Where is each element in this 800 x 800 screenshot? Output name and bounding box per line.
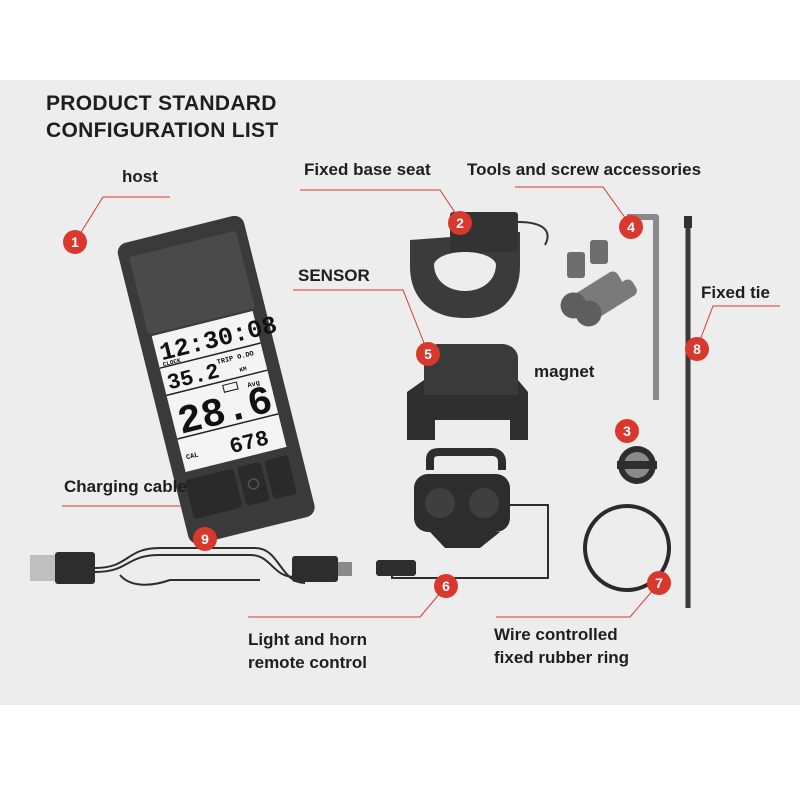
display-clock-label: CLOCK	[162, 357, 182, 368]
badge-3: 3	[615, 419, 639, 443]
page-title-line-1: PRODUCT STANDARD	[46, 92, 277, 115]
badge-1: 1	[63, 230, 87, 254]
badge-9: 9	[193, 527, 217, 551]
hex-key	[627, 214, 659, 400]
label-fixed-tie: Fixed tie	[701, 283, 770, 302]
magnet	[617, 446, 657, 484]
leader-line-2	[300, 189, 461, 221]
diagram-panel	[0, 80, 800, 705]
display-trip-unit: KM	[239, 365, 248, 374]
label-host: host	[122, 167, 158, 186]
fixed-tie	[684, 216, 692, 608]
label-fixed-base-seat: Fixed base seat	[304, 160, 431, 179]
label-remote-line-2: remote control	[248, 653, 368, 672]
host-device: 12:30:08 CLOCK 35.2 TRIP O.DO KM Avg 28.…	[117, 215, 315, 544]
remote-control	[376, 448, 549, 579]
badge-7: 7	[647, 571, 671, 595]
fixed-base-seat	[410, 212, 549, 318]
label-remote-line-1: Light and horn	[248, 630, 367, 649]
leader-line-1	[74, 196, 170, 243]
badge-2: 2	[448, 211, 472, 235]
sensor	[407, 344, 528, 440]
page-title-line-2: CONFIGURATION LIST	[46, 119, 279, 142]
display-avg-label: Avg	[247, 379, 261, 390]
label-sensor: SENSOR	[298, 266, 370, 285]
leader-line-8	[696, 305, 780, 349]
badge-6: 6	[434, 574, 458, 598]
display-cal-label: CAL	[185, 451, 199, 462]
leader-line-5	[293, 289, 429, 354]
leader-line-4	[515, 186, 632, 227]
badge-5: 5	[416, 342, 440, 366]
label-charging-cable: Charging cable	[64, 477, 187, 496]
badge-8: 8	[685, 337, 709, 361]
label-rubber-ring-line-1: Wire controlled	[494, 625, 618, 644]
leader-line-6	[248, 585, 447, 618]
label-magnet: magnet	[534, 362, 595, 381]
leader-line-7	[496, 582, 660, 618]
label-rubber-ring-line-2: fixed rubber ring	[494, 648, 630, 667]
badge-4: 4	[619, 215, 643, 239]
charging-cable	[30, 547, 352, 586]
screw-accessories	[560, 240, 637, 327]
rubber-ring	[583, 504, 671, 592]
label-tools-screw: Tools and screw accessories	[467, 160, 702, 179]
